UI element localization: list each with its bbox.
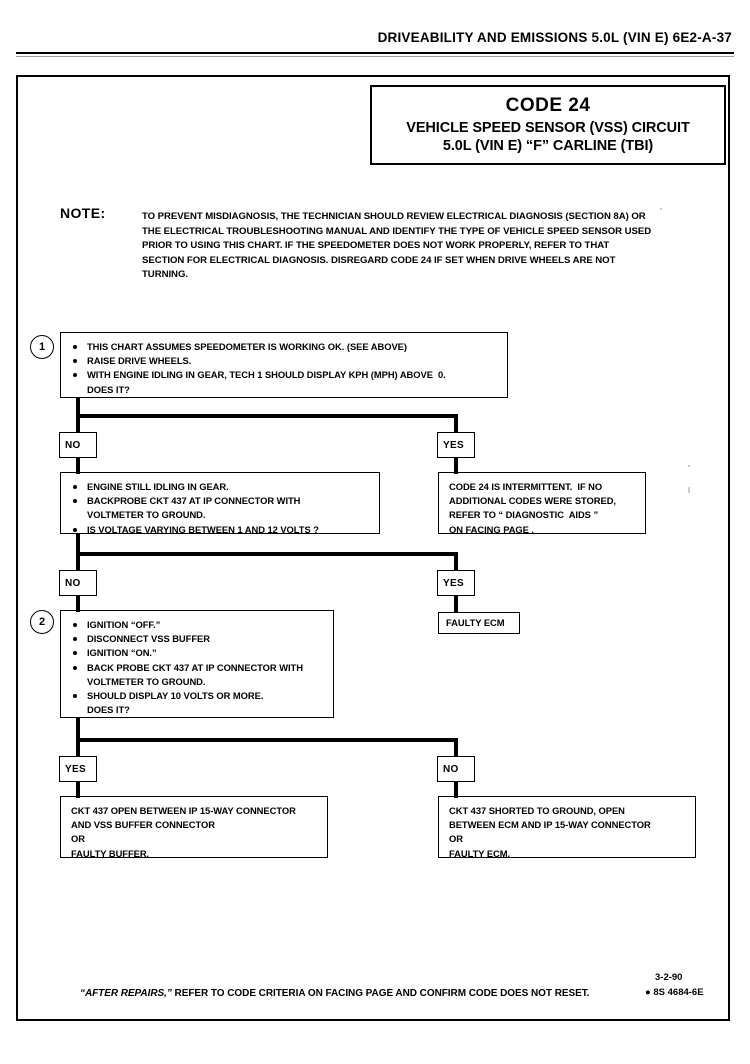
connector-branch2-horizontal: [76, 552, 458, 556]
connector-no2-to-box: [76, 596, 80, 612]
step1-yes-result-box: CODE 24 IS INTERMITTENT. IF NO ADDITIONA…: [438, 472, 646, 535]
connector-yes2-to-box: [454, 596, 458, 612]
connector-no3-to-box: [454, 782, 458, 798]
list-item: IS VOLTAGE VARYING BETWEEN 1 AND 12 VOLT…: [71, 523, 371, 537]
branch2-yes-tag: YES: [437, 570, 475, 596]
list-item: BACK PROBE CKT 437 AT IP CONNECTOR WITH …: [71, 661, 325, 689]
step-marker-1: 1: [30, 335, 54, 359]
footer-after-repairs-note: “AFTER REPAIRS,” REFER TO CODE CRITERIA …: [80, 988, 589, 999]
scan-speck: [688, 465, 690, 467]
connector-branch2-no-down: [76, 552, 80, 572]
list-item: THIS CHART ASSUMES SPEEDOMETER IS WORKIN…: [71, 340, 499, 354]
connector-branch2-yes-down: [454, 552, 458, 572]
step2-no-result-box: CKT 437 SHORTED TO GROUND, OPEN BETWEEN …: [438, 796, 696, 859]
connector-branch3-no-down: [454, 738, 458, 758]
chart-outer-frame: [16, 75, 730, 1021]
connector-no1-to-box: [76, 458, 80, 474]
branch1-yes-tag: YES: [437, 432, 475, 458]
header-rule: [16, 52, 734, 54]
list-item: RAISE DRIVE WHEELS.: [71, 354, 499, 368]
step1-instruction-box: THIS CHART ASSUMES SPEEDOMETER IS WORKIN…: [60, 332, 508, 398]
chart-subtitle-circuit: VEHICLE SPEED SENSOR (VSS) CIRCUIT: [406, 120, 690, 136]
branch1-no-tag: NO: [59, 432, 97, 458]
faulty-ecm-result-box: FAULTY ECM: [438, 612, 520, 634]
result-line: FAULTY ECM.: [449, 847, 511, 859]
result-line: OR: [71, 833, 85, 845]
note-label: NOTE:: [60, 205, 106, 221]
result-line: AND VSS BUFFER CONNECTOR: [71, 819, 215, 831]
branch3-no-tag: NO: [437, 756, 475, 782]
footer-note-body: REFER TO CODE CRITERIA ON FACING PAGE AN…: [171, 988, 590, 999]
connector-branch1-no-down: [76, 414, 80, 434]
header-rule-secondary: [16, 56, 734, 57]
step-marker-2: 2: [30, 610, 54, 634]
chart-title-block: CODE 24 VEHICLE SPEED SENSOR (VSS) CIRCU…: [370, 85, 726, 165]
connector-yes3-to-box: [76, 782, 80, 798]
result-line: REFER TO “ DIAGNOSTIC AIDS ”: [449, 509, 599, 521]
result-line: ADDITIONAL CODES WERE STORED,: [449, 495, 616, 507]
result-line: OR: [449, 833, 463, 845]
list-item: DISCONNECT VSS BUFFER: [71, 632, 325, 646]
branch2-no-tag: NO: [59, 570, 97, 596]
connector-step2-down: [76, 718, 80, 742]
footer-date: 3-2-90: [655, 972, 683, 983]
list-item: BACKPROBE CKT 437 AT IP CONNECTOR WITH V…: [71, 494, 371, 522]
note-body-text: TO PREVENT MISDIAGNOSIS, THE TECHNICIAN …: [142, 211, 652, 281]
list-item: WITH ENGINE IDLING IN GEAR, TECH 1 SHOUL…: [71, 368, 499, 396]
connector-branch3-horizontal: [76, 738, 458, 742]
page-header-title: DRIVEABILITY AND EMISSIONS 5.0L (VIN E) …: [377, 30, 732, 45]
connector-step1no-down: [76, 534, 80, 556]
result-line: CKT 437 OPEN BETWEEN IP 15-WAY CONNECTOR: [71, 805, 296, 816]
list-item: SHOULD DISPLAY 10 VOLTS OR MORE. DOES IT…: [71, 689, 325, 717]
result-line: CKT 437 SHORTED TO GROUND, OPEN: [449, 805, 625, 816]
connector-branch1-yes-down: [454, 414, 458, 434]
scan-speck: [660, 208, 662, 210]
connector-branch3-yes-down: [76, 738, 80, 758]
list-item: IGNITION “OFF.”: [71, 618, 325, 632]
step1-no-bullet-list: ENGINE STILL IDLING IN GEAR. BACKPROBE C…: [71, 480, 371, 537]
chart-code-label: CODE 24: [505, 95, 591, 116]
step1-bullet-list: THIS CHART ASSUMES SPEEDOMETER IS WORKIN…: [71, 340, 499, 397]
chart-subtitle-engine: 5.0L (VIN E) “F” CARLINE (TBI): [442, 138, 654, 154]
footer-document-code: ● 8S 4684-6E: [645, 987, 704, 998]
step2-instruction-box: IGNITION “OFF.” DISCONNECT VSS BUFFER IG…: [60, 610, 334, 718]
step2-yes-result-box: CKT 437 OPEN BETWEEN IP 15-WAY CONNECTOR…: [60, 796, 328, 859]
scan-speck: [688, 487, 690, 493]
step1-no-instruction-box: ENGINE STILL IDLING IN GEAR. BACKPROBE C…: [60, 472, 380, 537]
branch3-yes-tag: YES: [59, 756, 97, 782]
result-line: ON FACING PAGE .: [449, 523, 534, 535]
connector-yes1-to-box: [454, 458, 458, 474]
footer-note-emphasis: “AFTER REPAIRS,”: [80, 988, 172, 999]
list-item: ENGINE STILL IDLING IN GEAR.: [71, 480, 371, 494]
connector-step1-down: [76, 398, 80, 418]
connector-branch1-horizontal: [76, 414, 458, 418]
list-item: IGNITION “ON.”: [71, 646, 325, 660]
step2-bullet-list: IGNITION “OFF.” DISCONNECT VSS BUFFER IG…: [71, 618, 325, 717]
result-line: BETWEEN ECM AND IP 15-WAY CONNECTOR: [449, 819, 651, 831]
result-line: CODE 24 IS INTERMITTENT. IF NO: [449, 481, 603, 492]
result-line: FAULTY BUFFER.: [71, 847, 150, 859]
